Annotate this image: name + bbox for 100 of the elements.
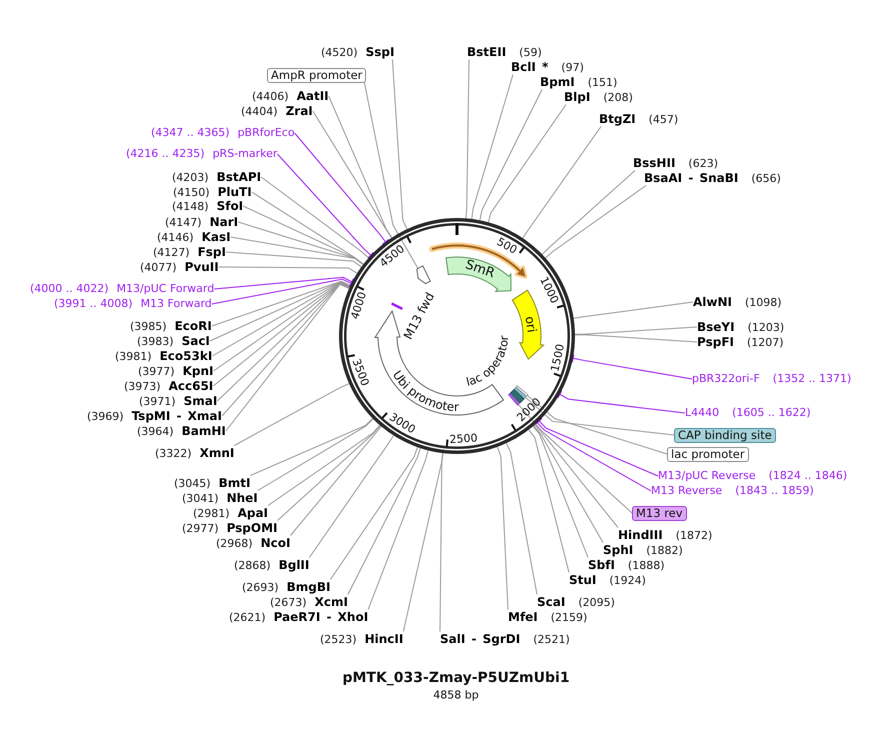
enzyme-name: BseYI [697, 320, 735, 334]
leader-line [250, 418, 374, 476]
enzyme-name: BssHII [633, 156, 676, 170]
leader-line [238, 222, 364, 265]
leader-line [556, 390, 686, 414]
enzyme-name: SfoI [216, 198, 244, 212]
enzyme-name: Eco53kI [160, 348, 212, 362]
feature-label: lac promoter [667, 446, 749, 462]
enzyme-name: XmnI [200, 446, 234, 460]
cut-site-position: (3041) [182, 492, 219, 506]
cut-site-position: (2521) [533, 632, 570, 646]
primer-name: M13 Reverse [651, 484, 722, 498]
enzyme-name: NcoI [260, 536, 290, 550]
leader-line [532, 426, 588, 558]
enzyme-name: BstEII [467, 44, 506, 58]
cut-site-position: (1203) [748, 320, 784, 334]
cut-site-position: (59) [519, 46, 542, 60]
feature-label: CAP binding site [674, 428, 776, 442]
cut-site-position: (4127) [153, 246, 190, 260]
enzyme-name: KpnI [182, 364, 214, 378]
cut-site-position: (2977) [182, 522, 219, 536]
feature-label: M13 rev [632, 506, 687, 520]
primer-range: (4216 .. 4235) [126, 147, 205, 161]
plasmid-size: 4858 bp [433, 688, 479, 702]
enzyme-name: SbfI [588, 558, 615, 572]
leader-line [528, 429, 570, 573]
leader-line [573, 302, 694, 319]
leader-line [225, 252, 362, 268]
enzyme-name: AlwNI [693, 294, 732, 308]
cut-site-position: (4147) [165, 216, 202, 230]
leader-line [212, 282, 350, 372]
cut-site-position: (2868) [234, 558, 271, 572]
enzyme-name: EcoRI [174, 318, 212, 332]
leader-line [522, 126, 602, 239]
cut-site-position: (2159) [550, 610, 588, 624]
leader-line [574, 326, 698, 335]
enzyme-name: ScaI [537, 594, 566, 608]
leader-line [218, 266, 358, 274]
primer-name: L4440 [685, 406, 720, 420]
cut-site-position: (3969) [87, 410, 124, 424]
leader-line [211, 278, 354, 304]
enzyme-name: StuI [569, 572, 596, 586]
enzyme-name: BstAPI [216, 170, 262, 184]
leader-line [230, 236, 364, 266]
primer-name: M13/pUC Reverse [658, 469, 756, 483]
cut-site-position: (1924) [609, 574, 646, 588]
leader-line [402, 452, 444, 632]
leader-line [277, 425, 381, 521]
leader-line [242, 206, 364, 265]
cut-site-position: (97) [561, 60, 584, 74]
cut-site-position: (623) [688, 156, 718, 170]
primer-name: pBR322ori-F [692, 372, 760, 386]
cut-site-position: (3322) [155, 446, 192, 460]
enzyme-name: BamHI [182, 424, 226, 438]
enzyme-name: BglII [278, 558, 310, 572]
primer-range: (4347 .. 4365) [151, 126, 230, 140]
leader-line [260, 176, 370, 258]
feature-label: SmR [463, 257, 497, 282]
cut-site-position: (1207) [746, 336, 784, 350]
leader-line [506, 442, 538, 595]
map-title: pMTK_033-Zmay-P5UZmUbi1 [342, 670, 570, 686]
leader-line [471, 74, 514, 220]
feature-label: AmpR promoter [267, 68, 366, 82]
leader-line [312, 110, 392, 238]
enzyme-name: BclI * [511, 60, 548, 74]
enzyme-name: BtgZI [599, 112, 636, 126]
leader-line [268, 424, 380, 506]
cut-site-position: (4520) [321, 46, 358, 60]
enzyme-name: SspI [366, 44, 394, 58]
enzyme-name: HincII [364, 632, 404, 646]
cut-site-position: (4404) [241, 104, 278, 118]
enzyme-name: TspMI - XmaI [132, 408, 222, 422]
cut-site-position: (3981) [115, 350, 152, 364]
leader-line [534, 424, 618, 528]
enzyme-name: SphI [603, 542, 634, 556]
leader-line [328, 96, 392, 238]
cut-site-position: (3971) [139, 394, 176, 408]
cut-site-position: (2968) [216, 536, 253, 550]
cut-site-position: (4077) [140, 260, 177, 274]
leader-line [308, 434, 394, 558]
scale-number: 500 [494, 235, 520, 257]
leader-line [488, 104, 566, 223]
leader-line [496, 446, 508, 610]
enzyme-name: ApaI [238, 506, 268, 520]
enzyme-name: MfeI [508, 610, 538, 624]
leader-line [518, 404, 632, 514]
enzyme-name: NheI [226, 490, 258, 504]
primer-range: (1824 .. 1846) [768, 469, 848, 483]
primer-name: M13/pUC Forward [116, 282, 214, 296]
cut-site-position: (4406) [252, 90, 289, 104]
leader-line [574, 334, 698, 342]
enzyme-name: PluTI [218, 184, 252, 198]
cut-site-position: (1888) [628, 558, 664, 572]
cut-site-position: (2095) [578, 596, 615, 610]
scale-number: 4000 [348, 290, 369, 321]
cut-site-position: (2621) [229, 610, 266, 624]
cut-site-position: (2693) [242, 580, 279, 594]
leader-line [214, 276, 355, 290]
scale-number: 1500 [548, 342, 567, 373]
leader-line [330, 446, 418, 580]
